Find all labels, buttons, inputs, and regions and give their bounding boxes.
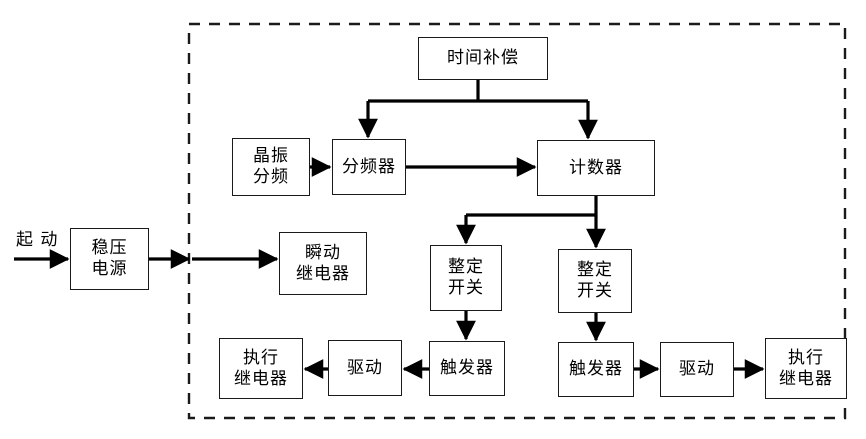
node-label-line: 瞬动 xyxy=(305,242,341,263)
node-label-line: 继电器 xyxy=(296,263,350,284)
node-label-line: 时间补偿 xyxy=(447,48,519,69)
node-label-line: 继电器 xyxy=(234,368,288,389)
node-label-line: 计数器 xyxy=(569,157,623,178)
node-label-line: 整定 xyxy=(448,257,484,278)
node-label-line: 驱动 xyxy=(679,359,715,380)
node-actuating-relay-left[interactable]: 执行 继电器 xyxy=(219,338,303,399)
node-time-compensation[interactable]: 时间补偿 xyxy=(418,37,548,80)
node-label-line: 电源 xyxy=(91,259,128,279)
node-setting-switch-left[interactable]: 整定 开关 xyxy=(430,245,502,311)
dashed-enclosure xyxy=(187,22,847,420)
node-frequency-divider[interactable]: 分频器 xyxy=(332,139,406,195)
node-instantaneous-relay[interactable]: 瞬动 继电器 xyxy=(279,232,367,295)
node-label-line: 继电器 xyxy=(779,368,833,389)
node-label-line: 分频 xyxy=(253,167,289,187)
start-label-line2: 动 xyxy=(40,230,59,250)
node-label-line: 驱动 xyxy=(347,357,383,378)
node-trigger-right[interactable]: 触发器 xyxy=(558,342,634,397)
node-label-line: 整定 xyxy=(577,260,613,281)
start-label: 起 动 xyxy=(16,230,58,251)
node-label-line: 触发器 xyxy=(440,358,494,379)
node-label-line: 稳压 xyxy=(91,238,128,259)
node-trigger-left[interactable]: 触发器 xyxy=(429,341,505,396)
start-label-line1: 起 xyxy=(16,230,34,250)
node-label-line: 晶振 xyxy=(253,146,289,167)
node-label-line: 开关 xyxy=(577,281,613,301)
node-regulated-power-supply[interactable]: 稳压 电源 xyxy=(70,228,149,290)
node-label-line: 执行 xyxy=(788,347,824,368)
node-label-line: 分频器 xyxy=(342,156,396,177)
node-actuating-relay-right[interactable]: 执行 继电器 xyxy=(765,338,847,399)
node-label-line: 执行 xyxy=(243,347,279,368)
node-counter[interactable]: 计数器 xyxy=(537,140,655,196)
node-setting-switch-right[interactable]: 整定 开关 xyxy=(558,249,632,313)
node-label-line: 触发器 xyxy=(569,359,623,380)
node-drive-left[interactable]: 驱动 xyxy=(328,340,402,396)
node-drive-right[interactable]: 驱动 xyxy=(660,342,734,397)
node-crystal-oscillator-divider[interactable]: 晶振 分频 xyxy=(232,138,310,196)
node-label-line: 开关 xyxy=(448,278,484,298)
